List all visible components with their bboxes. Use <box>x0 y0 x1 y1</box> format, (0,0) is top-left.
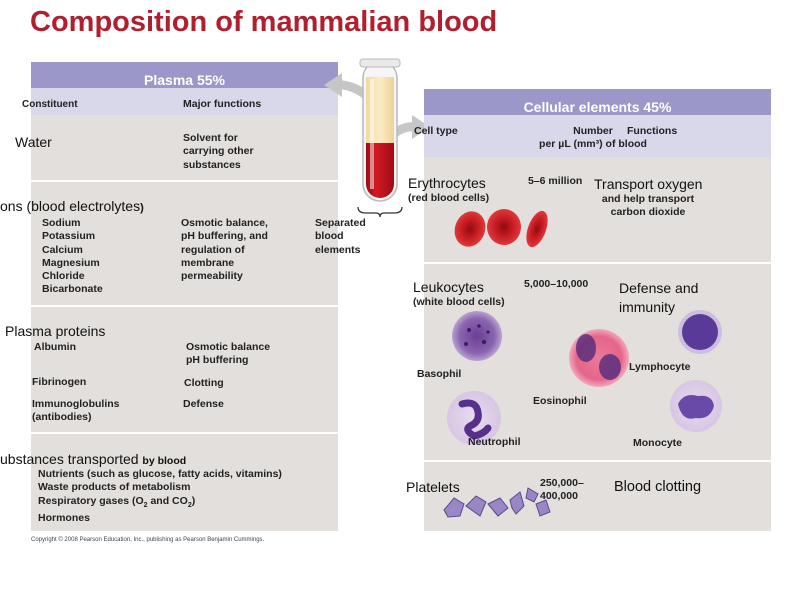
neutrophil-label: Neutrophil <box>468 436 521 448</box>
monocyte-label: Monocyte <box>633 437 683 449</box>
water-label: Water <box>15 134 52 150</box>
separation-bracket <box>357 206 403 218</box>
lymphocyte-label: Lymphocyte <box>629 361 691 373</box>
leukocytes-number: 5,000–10,000 <box>524 278 589 290</box>
red-blood-cells-illustration <box>454 209 548 248</box>
leukocytes-function: Defense and immunity <box>619 280 699 315</box>
cellular-col-number: Number per µL (mm³) of blood <box>539 125 647 151</box>
ion-item: Magnesium <box>42 256 100 269</box>
arrow-head-cellular <box>412 115 430 139</box>
erythrocytes-label: Erythrocytes <box>408 175 486 191</box>
cellular-col-cell-type: Cell type <box>414 125 458 137</box>
fibrinogen-function: Clotting <box>184 377 224 389</box>
platelets-number: 250,000– 400,000 <box>540 477 584 503</box>
ion-item: Sodium <box>42 217 81 229</box>
plasma-col-constituent: Constituent <box>22 99 78 110</box>
platelet <box>509 491 525 515</box>
copyright-notice: Copyright © 2008 Pearson Education, Inc.… <box>31 537 265 543</box>
ion-item: Potassium <box>42 230 96 243</box>
rbc-cell <box>526 210 548 248</box>
ion-item: Bicarbonate <box>42 283 103 296</box>
plasma-column-header-row <box>31 88 338 115</box>
albumin-label: Albumin <box>34 341 76 353</box>
platelet <box>525 487 539 503</box>
substances-transported-label: ubstances transported by blood <box>0 451 186 467</box>
substances-transported-suffix: by blood <box>142 455 187 467</box>
plasma-col-functions: Major functions <box>183 98 262 110</box>
eosinophil-label: Eosinophil <box>533 395 587 407</box>
erythrocytes-number: 5–6 million <box>528 175 583 187</box>
erythrocytes-function-detail: and help transport carbon dioxide <box>601 193 695 219</box>
cellular-header: Cellular elements 45% <box>424 89 771 115</box>
water-function: Solvent for carrying other substances <box>183 132 254 171</box>
fibrinogen-label: Fibrinogen <box>32 376 87 388</box>
arrow-head-plasma <box>324 73 342 97</box>
erythrocytes-sublabel: (red blood cells) <box>408 192 490 204</box>
transported-list: Nutrients (such as glucose, fatty acids,… <box>38 468 282 525</box>
platelet <box>443 497 465 518</box>
ions-label-text: ons (blood electrolytes <box>0 198 141 214</box>
platelets-label: Platelets <box>406 479 460 495</box>
ions-label: ons (blood electrolytes) <box>0 198 144 214</box>
transported-item: Waste products of metabolism <box>38 481 191 494</box>
ions-function: Osmotic balance, pH buffering, and regul… <box>181 217 268 283</box>
cellular-panel <box>424 89 771 531</box>
separated-blood-elements-label: Separated blood elements <box>315 217 366 256</box>
platelet <box>535 499 551 517</box>
transported-item: Hormones <box>38 511 90 524</box>
immunoglobulins-label: Immunoglobulins (antibodies) <box>32 398 120 424</box>
cellular-column-header-row <box>424 115 771 157</box>
ion-item: Chloride <box>42 270 85 283</box>
immunoglobulins-function: Defense <box>183 398 224 410</box>
ions-list: Sodium Potassium Calcium Magnesium Chlor… <box>42 217 103 297</box>
page-title: Composition of mammalian blood <box>30 6 498 38</box>
basophil-label: Basophil <box>417 368 462 380</box>
platelets-illustration <box>443 487 551 518</box>
leukocytes-label: Leukocytes <box>413 279 484 295</box>
ion-item: Calcium <box>42 243 83 256</box>
plasma-panel <box>31 62 338 531</box>
platelet <box>465 495 487 517</box>
substances-transported-text: ubstances transported <box>0 451 139 467</box>
erythrocytes-function: Transport oxygen <box>594 176 703 192</box>
ions-label-paren: ) <box>140 202 144 214</box>
plasma-proteins-label: Plasma proteins <box>5 323 106 339</box>
transported-item-gases: Respiratory gases (O2 and CO2) <box>38 494 196 509</box>
platelet <box>487 497 509 517</box>
eosinophil-cell <box>569 329 629 387</box>
plasma-header: Plasma 55% <box>31 62 338 88</box>
leukocytes-sublabel: (white blood cells) <box>413 296 505 308</box>
transported-item: Nutrients (such as glucose, fatty acids,… <box>38 468 282 480</box>
test-tube-diagram <box>324 58 430 218</box>
rbc-cell <box>454 211 486 247</box>
albumin-function: Osmotic balance pH buffering <box>186 341 271 367</box>
platelets-function: Blood clotting <box>614 479 702 495</box>
basophil-cell <box>452 311 502 361</box>
cellular-col-functions: Functions <box>627 125 678 137</box>
white-blood-cells-illustration <box>447 310 722 445</box>
rbc-cell <box>487 209 521 245</box>
